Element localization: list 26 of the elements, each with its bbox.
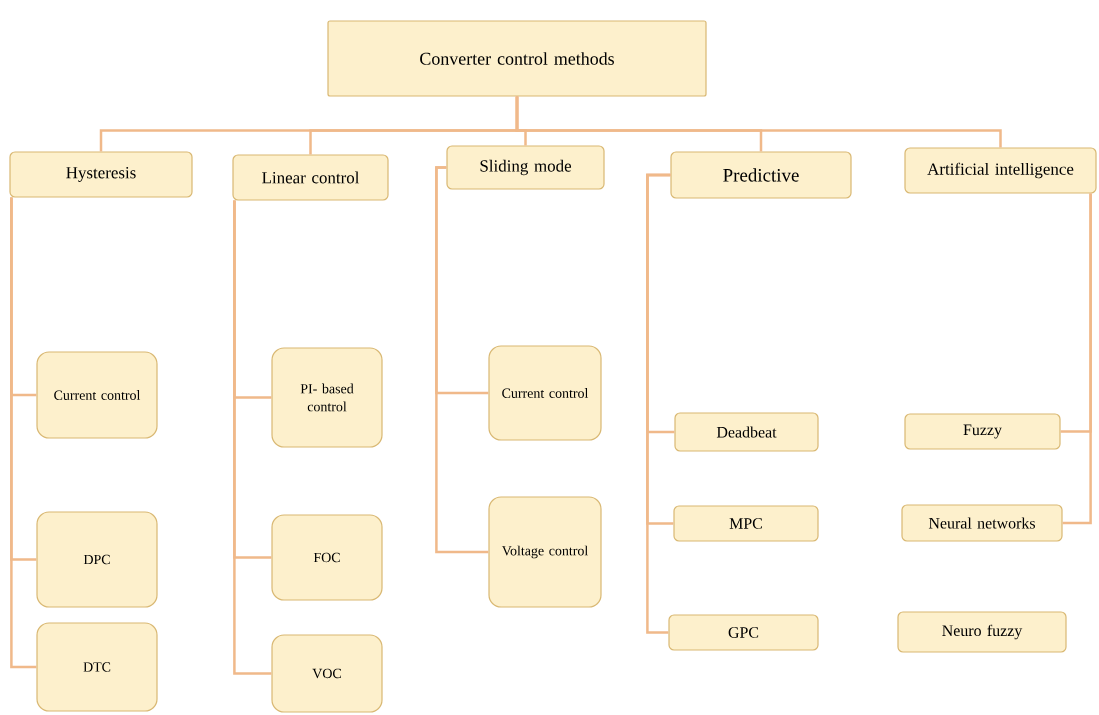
method-box: Neuro fuzzy bbox=[897, 611, 1067, 653]
method-box: VOC bbox=[271, 634, 383, 713]
title-box: Converter control methods bbox=[327, 20, 707, 97]
category-box: Predictive bbox=[670, 151, 852, 199]
method-box: Current control bbox=[488, 345, 602, 441]
connector-line bbox=[1062, 193, 1092, 525]
connector-line bbox=[515, 96, 1002, 148]
method-box: Current control bbox=[36, 351, 158, 439]
method-box: DTC bbox=[36, 622, 158, 712]
method-box: Deadbeat bbox=[674, 412, 819, 452]
method-box: GPC bbox=[668, 614, 819, 651]
method-box: FOC bbox=[271, 514, 383, 601]
method-box: DPC bbox=[36, 511, 158, 608]
method-box: Voltage control bbox=[488, 496, 602, 608]
connector-line bbox=[435, 166, 489, 554]
category-box: Artificial intelligence bbox=[904, 147, 1097, 194]
connector-line bbox=[233, 200, 272, 675]
category-box: Hysteresis bbox=[9, 151, 193, 198]
method-box: Fuzzy bbox=[904, 413, 1061, 450]
category-box: Sliding mode bbox=[446, 145, 605, 190]
category-box: Linear control bbox=[232, 154, 389, 201]
connector-line bbox=[10, 197, 37, 669]
method-box: PI- based control bbox=[271, 347, 383, 448]
method-box: MPC bbox=[673, 505, 819, 542]
connector-line bbox=[646, 173, 671, 634]
method-box: Neural networks bbox=[901, 504, 1063, 542]
